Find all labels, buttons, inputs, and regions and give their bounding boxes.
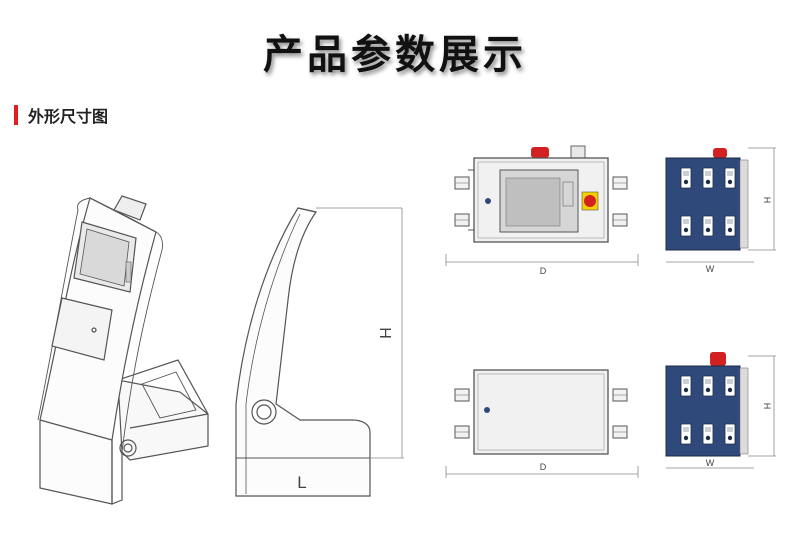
side-height-label: H [376,327,393,339]
side-bottom-height-label: H [762,403,772,410]
front-bottom-width-label: D [540,462,547,472]
section-accent-bar [14,105,18,125]
side-length-label: L [297,473,306,492]
section-title: 外形尺寸图 [28,107,109,126]
console-side-profile [235,207,404,497]
side-top-height-label: H [762,197,772,204]
section-header: 外形尺寸图 [14,104,108,126]
beacon-icon [531,147,549,158]
side-top-width-label: W [706,264,715,274]
emergency-stop-icon [584,195,596,207]
console-isometric-view [37,195,209,505]
side-panel-bottom-view [665,352,776,469]
side-bottom-width-label: W [706,458,715,468]
front-top-width-label: D [540,266,547,276]
hmi-box-front-view [445,145,639,266]
page-title: 产品参数展示 [263,32,527,78]
side-panel-top-view [665,147,776,263]
blank-box-front-view [445,369,639,478]
